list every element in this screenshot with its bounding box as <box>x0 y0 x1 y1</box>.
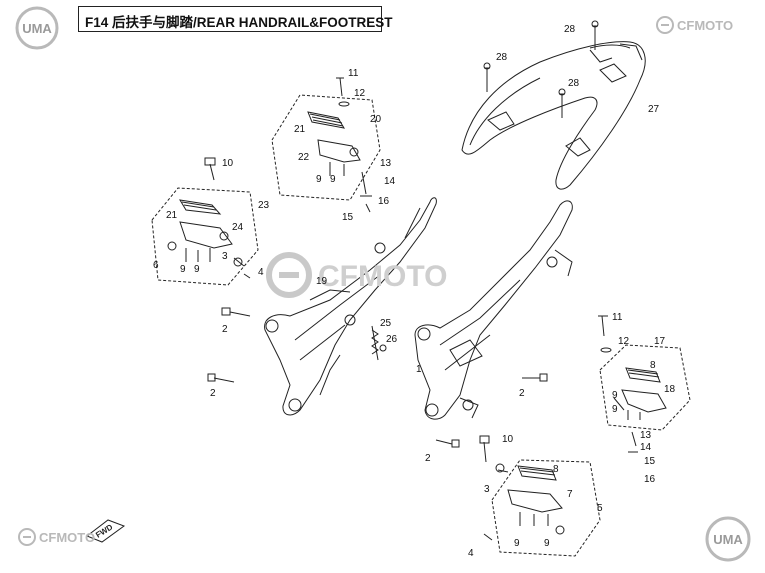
footpeg-group-5 <box>491 459 601 557</box>
callout-25: 25 <box>380 318 392 329</box>
callout-19: 19 <box>316 276 328 287</box>
callout-7: 7 <box>567 489 573 500</box>
footpeg-group-23 <box>151 187 259 286</box>
callout-11-a: 11 <box>348 68 359 79</box>
callout-23: 23 <box>258 200 270 211</box>
callout-21-b: 21 <box>166 210 178 221</box>
callout-8-a: 8 <box>650 360 656 371</box>
callout-27: 27 <box>648 104 660 115</box>
cfmoto-watermark-text: CFMOTO <box>318 260 447 293</box>
callout-1: 1 <box>416 364 422 375</box>
cfmoto-logo-bottom-graphic: CFMOTO <box>18 528 95 546</box>
footpeg-part-21-lower <box>167 199 233 262</box>
left-footrest-bracket-part-19 <box>264 197 437 416</box>
callout-9-g: 9 <box>514 538 520 549</box>
callout-10-a: 10 <box>222 158 234 169</box>
callout-28-b: 28 <box>496 52 508 63</box>
callout-28-c: 28 <box>568 78 580 89</box>
callout-24: 24 <box>232 222 244 233</box>
callout-11-b: 11 <box>612 312 623 323</box>
callout-3-a: 3 <box>222 251 228 262</box>
fwd-arrow <box>85 519 126 543</box>
callout-12-a: 12 <box>354 88 366 99</box>
callout-9-d: 9 <box>330 174 336 185</box>
callout-6: 6 <box>153 260 159 271</box>
diagram-title: F14 后扶手与脚踏/REAR HANDRAIL&FOOTREST <box>85 15 393 30</box>
footpeg-part-21-upper <box>307 111 361 176</box>
cfmoto-logo-top-graphic: CFMOTO <box>656 16 733 34</box>
fastener-set <box>204 77 638 541</box>
callout-14-b: 14 <box>640 442 652 453</box>
callout-13-a: 13 <box>380 158 392 169</box>
callout-13-b: 13 <box>640 430 652 441</box>
callout-9-e: 9 <box>612 404 618 415</box>
uma-logo-ring <box>15 6 59 50</box>
uma-logo-bottom-right: UMA <box>705 516 751 562</box>
callout-28-a: 28 <box>564 24 576 35</box>
callout-15-a: 15 <box>342 212 354 223</box>
uma-logo-bottom-text: UMA <box>713 532 743 547</box>
callout-9-f: 9 <box>612 390 618 401</box>
callout-10-b: 10 <box>502 434 514 445</box>
callout-18: 18 <box>664 384 676 395</box>
footpeg-part-8-lower <box>507 465 565 535</box>
uma-logo-text: UMA <box>22 21 52 36</box>
footpeg-group-17 <box>599 344 691 431</box>
cfmoto-logo-bottom-text: CFMOTO <box>39 530 95 545</box>
callout-2-d: 2 <box>425 453 431 464</box>
cfmoto-logo-top-text: CFMOTO <box>677 18 733 33</box>
footpeg-group-20 <box>271 94 381 201</box>
callout-26: 26 <box>386 334 398 345</box>
callout-9-a: 9 <box>180 264 186 275</box>
diagram-title-box: F14 后扶手与脚踏/REAR HANDRAIL&FOOTREST <box>78 6 393 32</box>
right-footrest-bracket-part-1 <box>414 200 573 420</box>
callout-5: 5 <box>597 503 603 514</box>
callout-9-h: 9 <box>544 538 550 549</box>
callout-2-a: 2 <box>222 324 228 335</box>
callout-20: 20 <box>370 114 382 125</box>
callout-4-a: 4 <box>258 267 264 278</box>
cfmoto-logo-bottom: CFMOTO <box>18 526 108 553</box>
callout-3-b: 3 <box>484 484 490 495</box>
footpeg-part-8-upper <box>613 367 667 420</box>
callout-2-c: 2 <box>519 388 525 399</box>
callout-17: 17 <box>654 336 666 347</box>
callout-15-b: 15 <box>644 456 656 467</box>
callout-labels: 1 2 2 2 2 3 3 4 4 5 6 7 8 8 9 9 9 9 9 9 … <box>153 24 676 559</box>
cfmoto-logo-top: CFMOTO <box>656 14 756 41</box>
callout-21-a: 21 <box>294 124 306 135</box>
cfmoto-watermark <box>266 252 312 298</box>
rear-handrail-part-27 <box>461 41 646 190</box>
callout-16-a: 16 <box>378 196 390 207</box>
bolt-28-set <box>483 20 599 118</box>
callout-8-b: 8 <box>553 464 559 475</box>
callout-12-b: 12 <box>618 336 630 347</box>
callout-9-c: 9 <box>316 174 322 185</box>
callout-14-a: 14 <box>384 176 396 187</box>
callout-16-b: 16 <box>644 474 656 485</box>
callout-9-b: 9 <box>194 264 200 275</box>
callout-4-b: 4 <box>468 548 474 559</box>
uma-logo-top-left: UMA <box>15 6 59 50</box>
callout-2-b: 2 <box>210 388 216 399</box>
callout-22: 22 <box>298 152 310 163</box>
